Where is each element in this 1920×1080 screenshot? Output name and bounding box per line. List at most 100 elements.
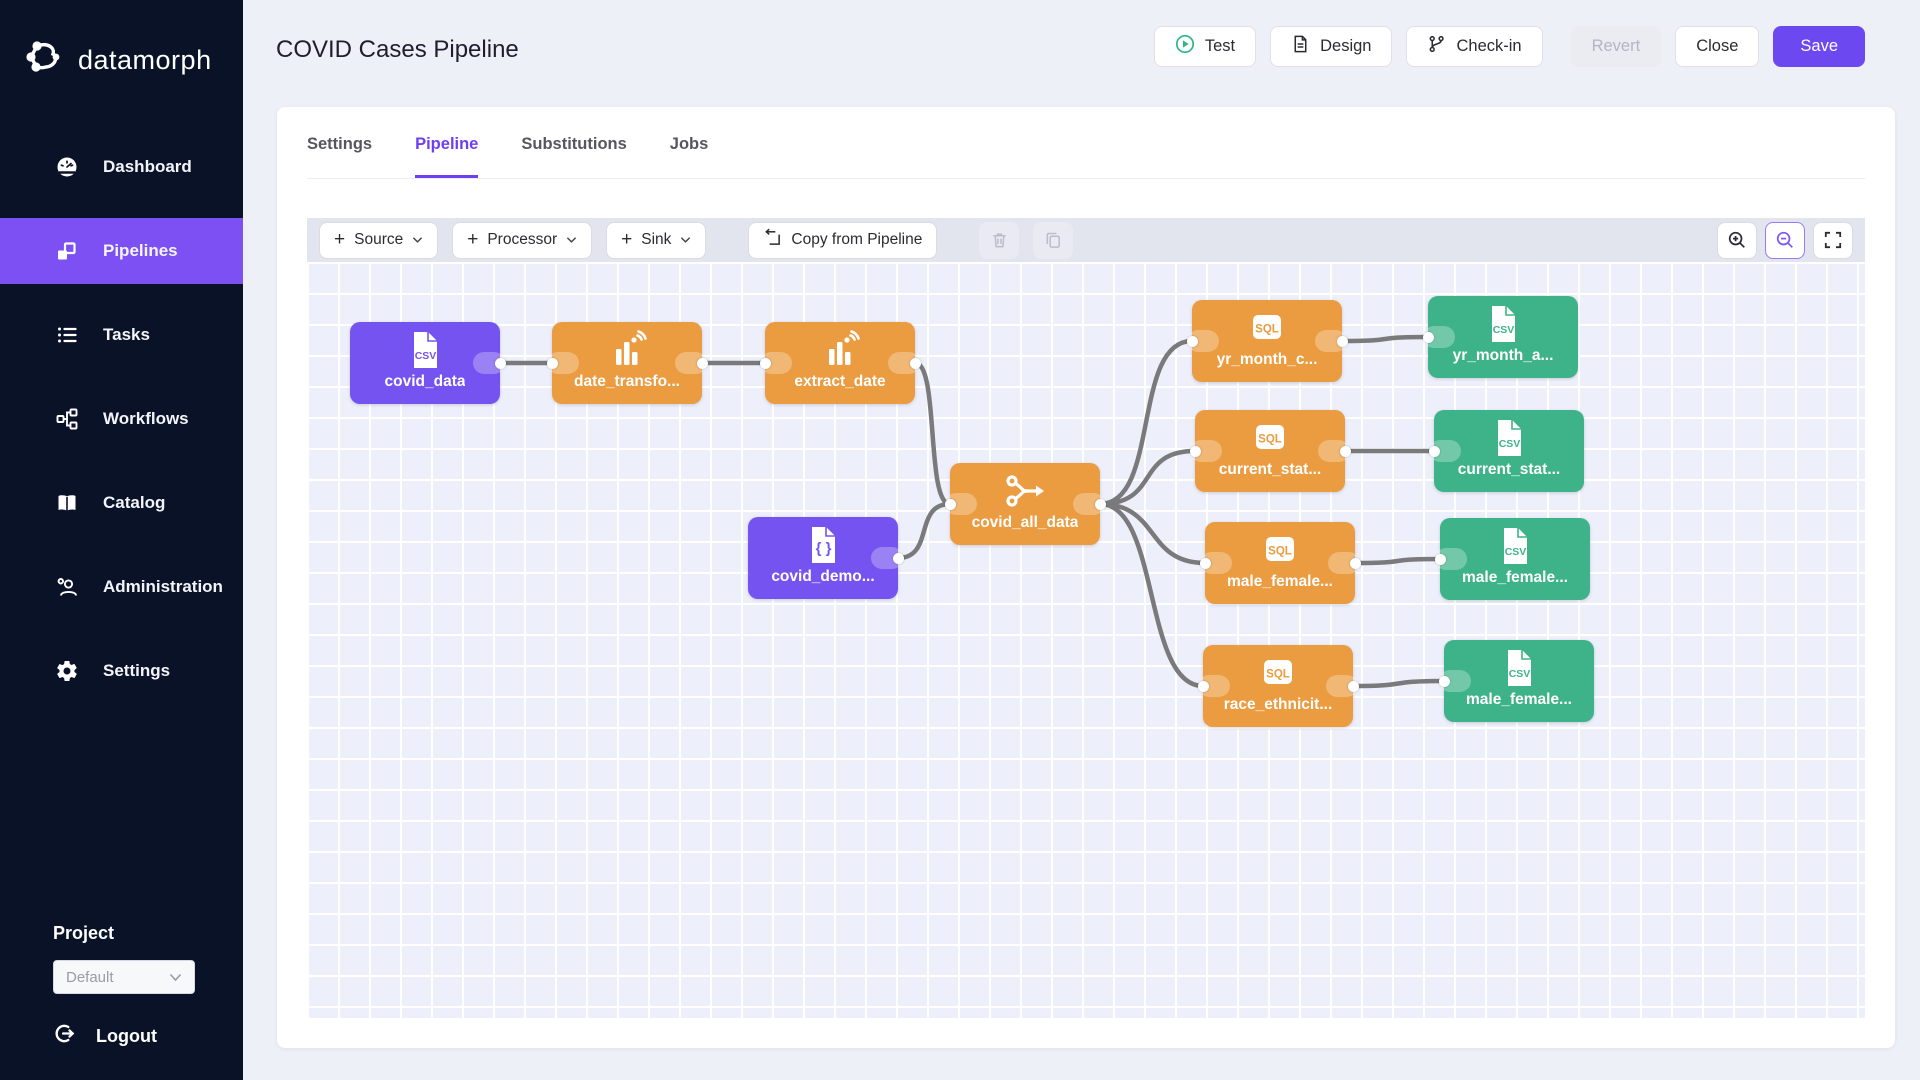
input-port xyxy=(1439,670,1471,692)
output-port-dot[interactable] xyxy=(892,552,904,564)
input-port-dot[interactable] xyxy=(1428,445,1440,457)
pipeline-edge xyxy=(1097,448,1198,507)
play-circle-icon xyxy=(1175,34,1195,59)
sidebar-item-label: Dashboard xyxy=(103,157,192,176)
save-button[interactable]: Save xyxy=(1773,26,1865,67)
input-port-dot[interactable] xyxy=(1189,445,1201,457)
checkin-button[interactable]: Check-in xyxy=(1406,26,1543,67)
output-port-dot[interactable] xyxy=(1336,335,1348,347)
pipeline-node-race_ethnicity_sql[interactable]: SQL race_ethnicit... xyxy=(1197,645,1359,727)
input-port xyxy=(1198,675,1230,697)
settings-gear-icon xyxy=(55,659,79,683)
node-label: covid_demo... xyxy=(771,568,875,585)
pipeline-node-yr_month_c_sql[interactable]: SQL yr_month_c... xyxy=(1186,300,1348,382)
input-port-dot[interactable] xyxy=(1438,675,1450,687)
svg-text:CSV: CSV xyxy=(1505,546,1527,558)
pipeline-node-male_female_csv2[interactable]: CSV male_female... xyxy=(1438,640,1594,722)
tab-substitutions[interactable]: Substitutions xyxy=(521,135,627,153)
zoom-out-button[interactable] xyxy=(1765,221,1805,259)
sidebar-item-administration[interactable]: Administration xyxy=(0,554,243,620)
merge-icon xyxy=(1002,469,1048,513)
input-port xyxy=(1435,548,1467,570)
add-source-button[interactable]: + Source xyxy=(319,221,439,259)
pipeline-canvas[interactable]: CSV covid_data date_transfo... extract_d… xyxy=(307,262,1865,1018)
input-port-dot[interactable] xyxy=(1434,553,1446,565)
design-button[interactable]: Design xyxy=(1270,26,1393,67)
output-port-dot[interactable] xyxy=(494,357,506,369)
output-port-dot[interactable] xyxy=(1094,498,1106,510)
pipeline-node-male_female_csv[interactable]: CSV male_female... xyxy=(1434,518,1590,600)
pipeline-edge xyxy=(912,360,953,507)
output-port xyxy=(1073,493,1105,515)
input-port xyxy=(945,493,977,515)
sidebar-item-settings[interactable]: Settings xyxy=(0,638,243,704)
output-port-dot[interactable] xyxy=(1347,680,1359,692)
pipeline-node-male_female_sql[interactable]: SQL male_female... xyxy=(1199,522,1361,604)
sidebar-item-tasks[interactable]: Tasks xyxy=(0,302,243,368)
project-select-value: Default xyxy=(66,968,114,986)
pipeline-edge xyxy=(1097,501,1206,689)
project-select[interactable]: Default xyxy=(53,960,195,994)
output-port-dot[interactable] xyxy=(1349,557,1361,569)
sidebar-item-catalog[interactable]: Catalog xyxy=(0,470,243,536)
output-port xyxy=(473,352,505,374)
pipeline-node-covid_demo[interactable]: { } covid_demo... xyxy=(748,517,904,599)
pipeline-node-current_stat_sql[interactable]: SQL current_stat... xyxy=(1189,410,1351,492)
close-button[interactable]: Close xyxy=(1675,26,1760,67)
input-port-dot[interactable] xyxy=(1186,335,1198,347)
chevron-down-icon xyxy=(412,231,423,249)
sidebar-item-label: Pipelines xyxy=(103,241,178,260)
pipeline-node-covid_all_data[interactable]: covid_all_data xyxy=(944,463,1106,545)
node-label: extract_date xyxy=(794,373,886,390)
add-sink-button[interactable]: + Sink xyxy=(606,221,707,259)
output-port-dot[interactable] xyxy=(1339,445,1351,457)
duplicate-node-button[interactable] xyxy=(1033,221,1074,259)
tab-jobs[interactable]: Jobs xyxy=(669,135,709,153)
sidebar-nav: Dashboard Pipelines Tasks Workflows Cata… xyxy=(0,134,243,722)
pipeline-panel: Settings Pipeline Substitutions Jobs + S… xyxy=(277,107,1895,1048)
input-port-dot[interactable] xyxy=(1197,680,1209,692)
sidebar-item-label: Settings xyxy=(103,661,171,680)
output-port-dot[interactable] xyxy=(696,357,708,369)
copy-from-pipeline-icon xyxy=(763,228,782,252)
tab-settings[interactable]: Settings xyxy=(307,135,373,153)
sidebar-item-dashboard[interactable]: Dashboard xyxy=(0,134,243,200)
delete-node-button[interactable] xyxy=(979,221,1020,259)
catalog-book-icon xyxy=(55,491,79,515)
output-port-dot[interactable] xyxy=(909,357,921,369)
add-processor-button[interactable]: + Processor xyxy=(452,221,593,259)
tab-pipeline[interactable]: Pipeline xyxy=(415,135,479,178)
brand-logo: datamorph xyxy=(0,0,243,83)
test-button[interactable]: Test xyxy=(1153,26,1257,67)
output-port xyxy=(1328,552,1360,574)
input-port-dot[interactable] xyxy=(944,498,956,510)
input-port-dot[interactable] xyxy=(759,357,771,369)
copy-from-pipeline-button[interactable]: Copy from Pipeline xyxy=(748,221,938,259)
canvas-toolbar: + Source + Processor + Sink xyxy=(307,218,1865,262)
input-port xyxy=(1190,440,1222,462)
tab-bar: Settings Pipeline Substitutions Jobs xyxy=(307,135,1865,179)
csv-file-icon: CSV xyxy=(1499,646,1539,690)
input-port-dot[interactable] xyxy=(1422,331,1434,343)
pipeline-edge xyxy=(1339,334,1431,344)
input-port-dot[interactable] xyxy=(1199,557,1211,569)
output-port xyxy=(675,352,707,374)
sidebar-item-workflows[interactable]: Workflows xyxy=(0,386,243,452)
fullscreen-button[interactable] xyxy=(1813,221,1853,259)
sidebar-item-pipelines[interactable]: Pipelines xyxy=(0,218,243,284)
pipeline-node-yr_month_a_csv[interactable]: CSV yr_month_a... xyxy=(1422,296,1578,378)
pipeline-node-current_stat_csv[interactable]: CSV current_stat... xyxy=(1428,410,1584,492)
node-label: male_female... xyxy=(1466,691,1572,708)
pipeline-node-covid_data[interactable]: CSV covid_data xyxy=(350,322,506,404)
logout-icon xyxy=(53,1022,76,1050)
pipeline-node-date_transform[interactable]: date_transfo... xyxy=(546,322,708,404)
dashboard-gauge-icon xyxy=(55,155,79,179)
input-port-dot[interactable] xyxy=(546,357,558,369)
json-file-icon: { } xyxy=(803,523,843,567)
pipeline-node-extract_date[interactable]: extract_date xyxy=(759,322,921,404)
revert-button[interactable]: Revert xyxy=(1570,26,1662,67)
project-label: Project xyxy=(53,923,115,943)
logout-button[interactable]: Logout xyxy=(53,1022,157,1050)
zoom-in-button[interactable] xyxy=(1717,221,1757,259)
sidebar-item-label: Tasks xyxy=(103,325,150,344)
